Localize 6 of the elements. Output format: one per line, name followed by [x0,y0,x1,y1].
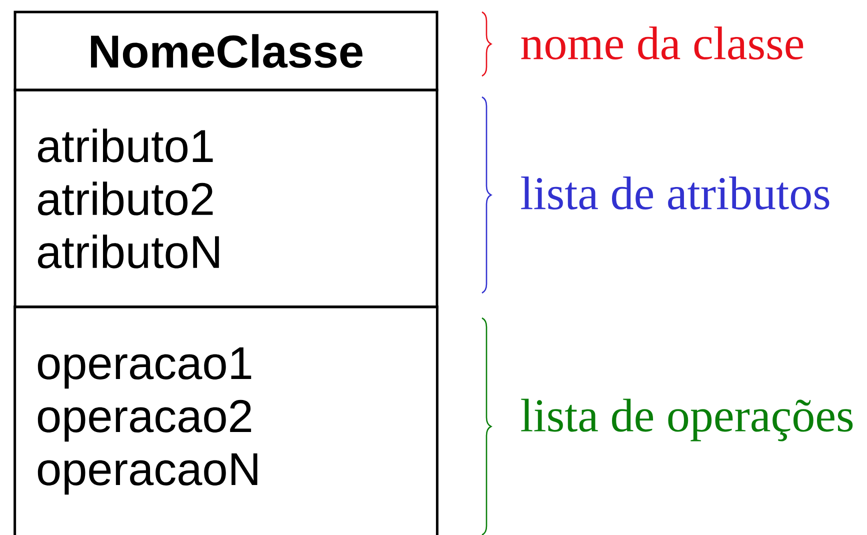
brace-label: nome da classe [521,26,804,60]
attribute-compartment: atributo1 atributo2 atributoN [14,88,438,308]
brace-label: lista de operações [521,398,853,442]
brace-label: lista de atributos [521,176,830,210]
class-name-compartment: NomeClasse [14,10,438,92]
operation-compartment: operacao1 operacao2 operacaoN [14,306,438,535]
